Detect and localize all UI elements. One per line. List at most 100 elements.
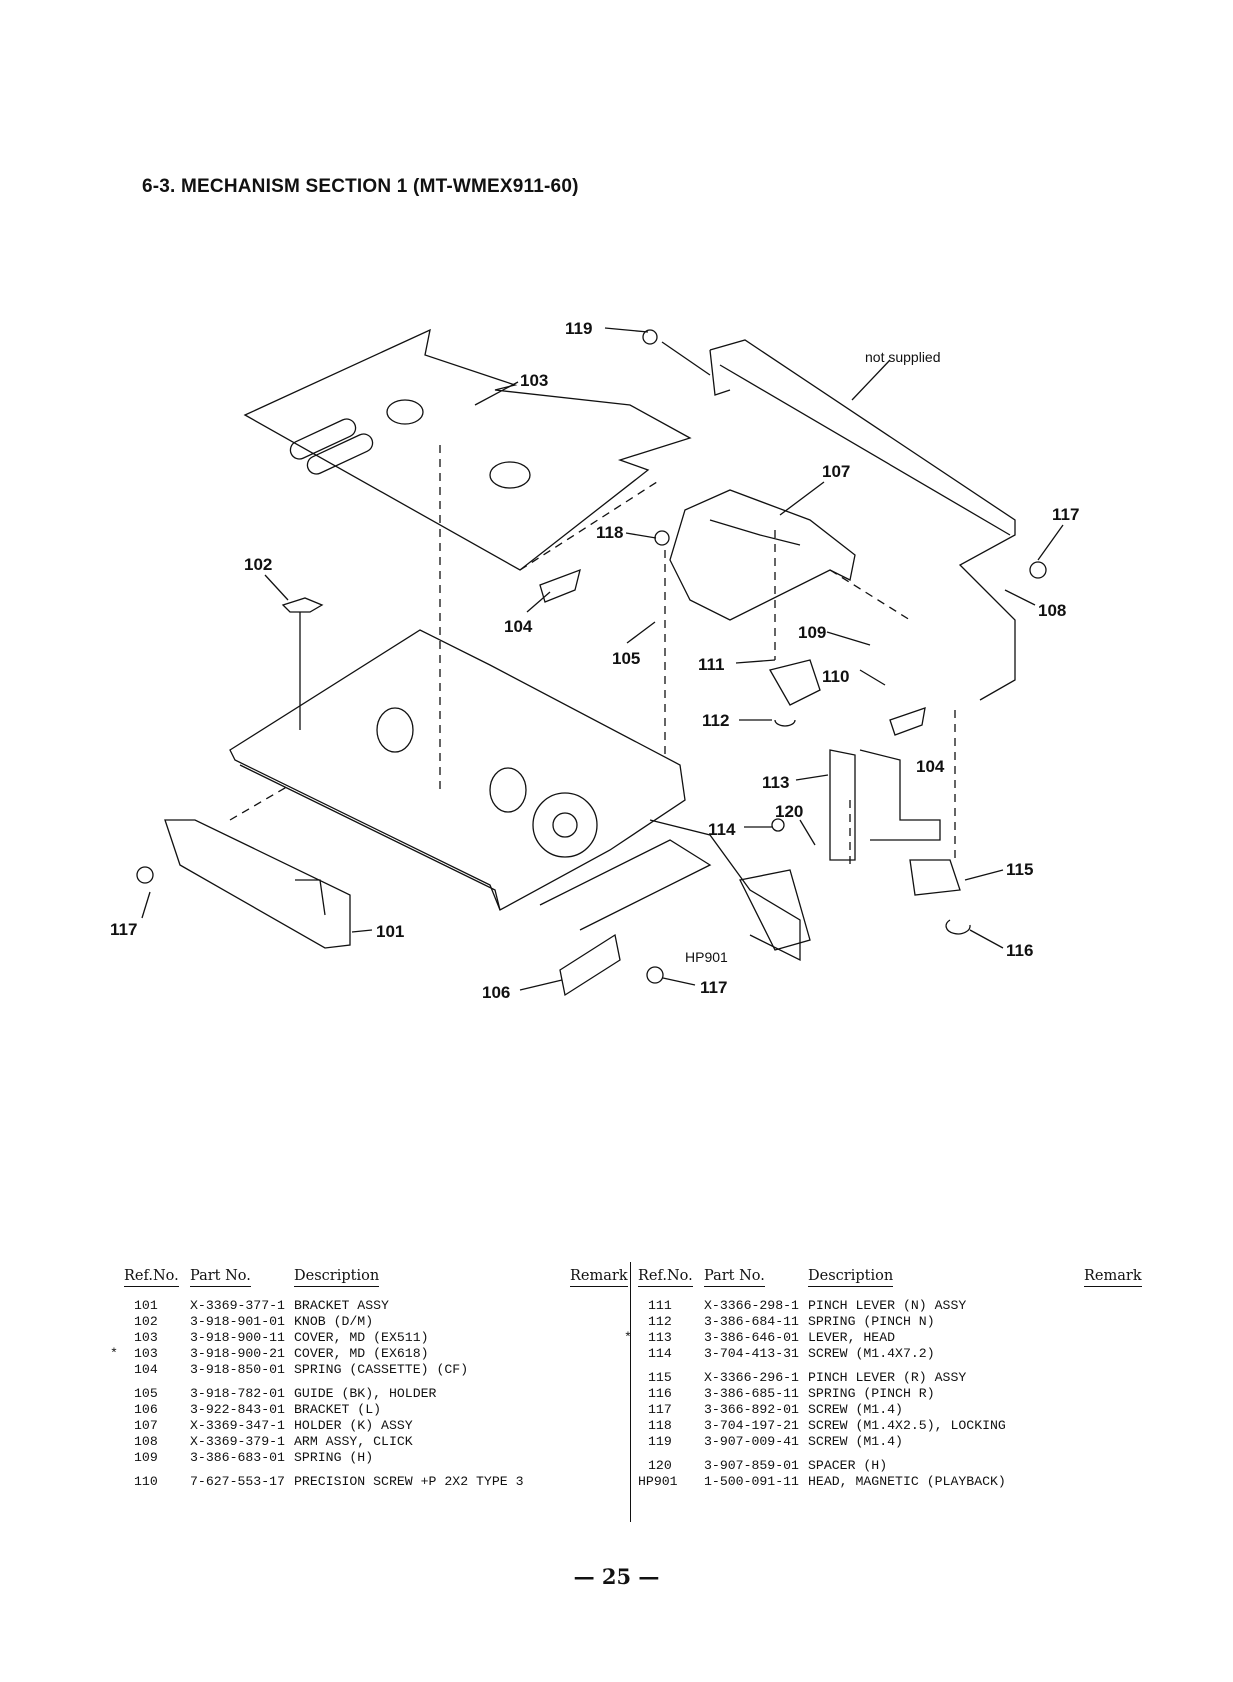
holder-k-outline [669,489,856,621]
leader-line [795,774,829,781]
leader-line [626,621,656,644]
parts-list-left: Ref.No. Part No. Description Remark 101 X… [110,1266,628,1490]
leader-line [519,979,563,991]
screw-117-left [136,866,154,884]
bracket-assy [164,819,351,949]
row-ref: 106 [134,1402,158,1417]
row-desc: SPRING (CASSETTE) (CF) [294,1362,469,1377]
row-desc: SPRING (H) [294,1450,374,1465]
parts-header: Ref.No. Part No. Description Remark [124,1266,628,1290]
row-ref: 117 [648,1402,672,1417]
row-desc: GUIDE (BK), HOLDER [294,1386,437,1401]
row-part: 3-386-685-11 [704,1386,799,1401]
callout-118: 118 [596,523,623,542]
callout-not-supplied: not supplied [865,349,941,365]
callout-107: 107 [822,462,850,481]
row-ref: 101 [134,1298,158,1313]
screw-118 [654,530,670,546]
exploded-view-diagram: 119 103 not supplied 107 117 118 102 104… [110,320,1079,1002]
capstan-wheel-center [552,812,578,838]
header-remark: Remark [570,1266,628,1287]
pinch-lever-r [909,859,961,896]
callout-120: 120 [775,802,803,821]
header-ref: Ref.No. [638,1266,693,1287]
row-desc: ARM ASSY, CLICK [294,1434,413,1449]
screw-117-bottom [646,966,664,984]
callout-115: 115 [1006,860,1033,879]
cover-hole [489,461,531,489]
callout-113: 113 [762,773,789,792]
row-desc: BRACKET (L) [294,1402,382,1417]
page-number: — 25 — [573,1564,660,1589]
spring-pinch-n [774,719,796,727]
callout-110: 110 [822,667,849,686]
callout-104-right: 104 [916,757,945,776]
header-desc: Description [294,1266,380,1287]
leader-line [851,359,891,401]
row-desc: SPACER (H) [808,1458,888,1473]
pinch-lever-n [769,659,821,706]
row-ref: 103 [134,1346,158,1361]
row-part: X-3366-298-1 [704,1298,799,1313]
row-part: 3-907-009-41 [704,1434,799,1449]
capstan-wheel [532,792,598,858]
callout-114: 114 [708,820,736,839]
chassis-reel-hub [376,707,414,753]
row-part: X-3369-377-1 [190,1298,285,1313]
row-desc: SCREW (M1.4X2.5), LOCKING [808,1418,1006,1433]
callout-109: 109 [798,623,826,642]
row-part: 7-627-553-17 [190,1474,285,1489]
table-row: 118 3-704-197-21 SCREW (M1.4X2.5), LOCKING [638,1418,1138,1434]
leader-line [604,327,649,333]
header-part: Part No. [704,1266,765,1287]
row-ref: 118 [648,1418,672,1433]
lever-head [829,749,856,861]
row-ref: 113 [648,1330,672,1345]
row-desc: SPRING (PINCH N) [808,1314,935,1329]
callout-108: 108 [1038,601,1066,620]
callout-104-left: 104 [504,617,533,636]
row-desc: HEAD, MAGNETIC (PLAYBACK) [808,1474,1006,1489]
row-part: 3-704-197-21 [704,1418,799,1433]
row-part: 3-918-900-11 [190,1330,285,1345]
row-desc: COVER, MD (EX511) [294,1330,429,1345]
leader-line [474,381,519,406]
row-desc: LEVER, HEAD [808,1330,896,1345]
row-desc: HOLDER (K) ASSY [294,1418,413,1433]
row-part: 3-907-859-01 [704,1458,799,1473]
row-ref: 102 [134,1314,158,1329]
callout-117-right: 117 [1052,505,1079,524]
spring-cassette [889,707,926,736]
row-desc: PINCH LEVER (R) ASSY [808,1370,967,1385]
callout-103: 103 [520,371,548,390]
row-part: 3-386-683-01 [190,1450,285,1465]
spring-pinch-r [945,919,971,935]
leader-line [964,869,1004,881]
row-ref: 109 [134,1450,158,1465]
chassis-edge [239,764,501,911]
leader-line [969,929,1004,949]
row-part: 3-918-850-01 [190,1362,285,1377]
header-desc: Description [808,1266,894,1287]
row-desc: PRECISION SCREW +P 2X2 TYPE 3 [294,1474,524,1489]
row-ref: 110 [134,1474,158,1489]
leader-line [141,891,151,919]
head-magnetic [739,869,811,951]
cover-slot [289,418,357,460]
row-part: 3-386-646-01 [704,1330,799,1345]
row-ref: HP901 [638,1474,678,1489]
table-row: 109 3-386-683-01 SPRING (H) [124,1450,624,1466]
leader-line [526,591,551,613]
